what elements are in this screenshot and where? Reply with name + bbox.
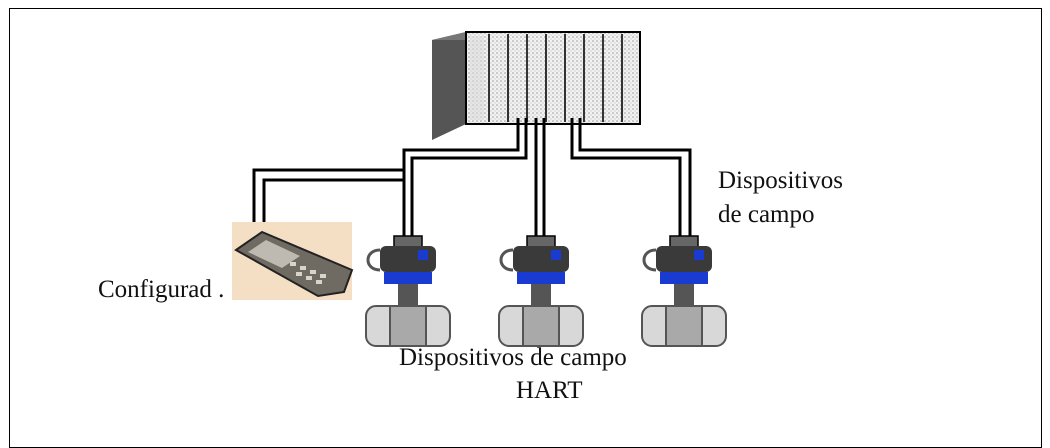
field-device-1 [365, 235, 451, 347]
configurator-label: Configurad . [98, 276, 225, 303]
field-device-2 [498, 235, 584, 347]
hart-devices-label-line2: HART [516, 377, 583, 404]
hart-wiring [252, 118, 692, 236]
control-system-rack [432, 31, 641, 140]
hart-network-diagram [232, 31, 727, 347]
hart-devices-label-line1: Dispositivos de campo [399, 344, 627, 371]
field-devices-label-line1: Dispositivos [718, 167, 844, 194]
field-devices-label-line2: de campo [718, 201, 815, 228]
hart-configurator [232, 222, 354, 300]
field-device-3 [641, 235, 727, 347]
